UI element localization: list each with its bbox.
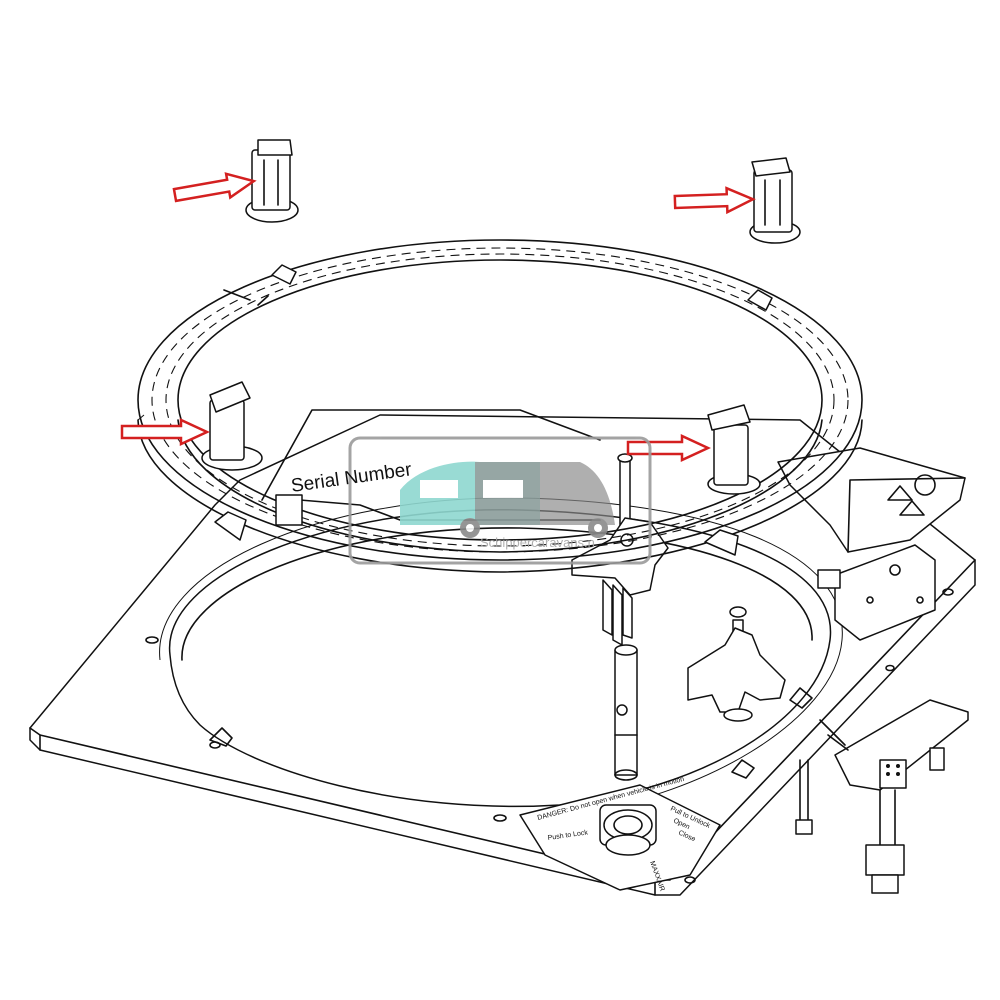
arrow-to-clip-top-right	[673, 186, 756, 215]
inner-tray	[261, 409, 601, 526]
handle-shaft	[614, 644, 638, 781]
arrow-to-clip-ring-left	[120, 418, 210, 446]
crank-label-plate: DANGER: Do not open when vehicle is in m…	[519, 776, 721, 892]
clip-ring-right	[707, 404, 761, 495]
clip-ring-left	[201, 381, 263, 471]
watermark-logo: Schippercaravans.n	[348, 436, 652, 565]
base-plate	[29, 414, 976, 896]
clip-top-right	[749, 157, 801, 244]
watermark-text: Schippercaravans.n	[480, 535, 595, 550]
garnish-ring	[137, 239, 863, 573]
control-board-bracket	[777, 447, 966, 641]
crank-knob	[687, 606, 786, 722]
circuit-board	[795, 699, 969, 894]
arrow-to-clip-top-left	[172, 172, 257, 203]
clip-top-left	[245, 139, 299, 223]
